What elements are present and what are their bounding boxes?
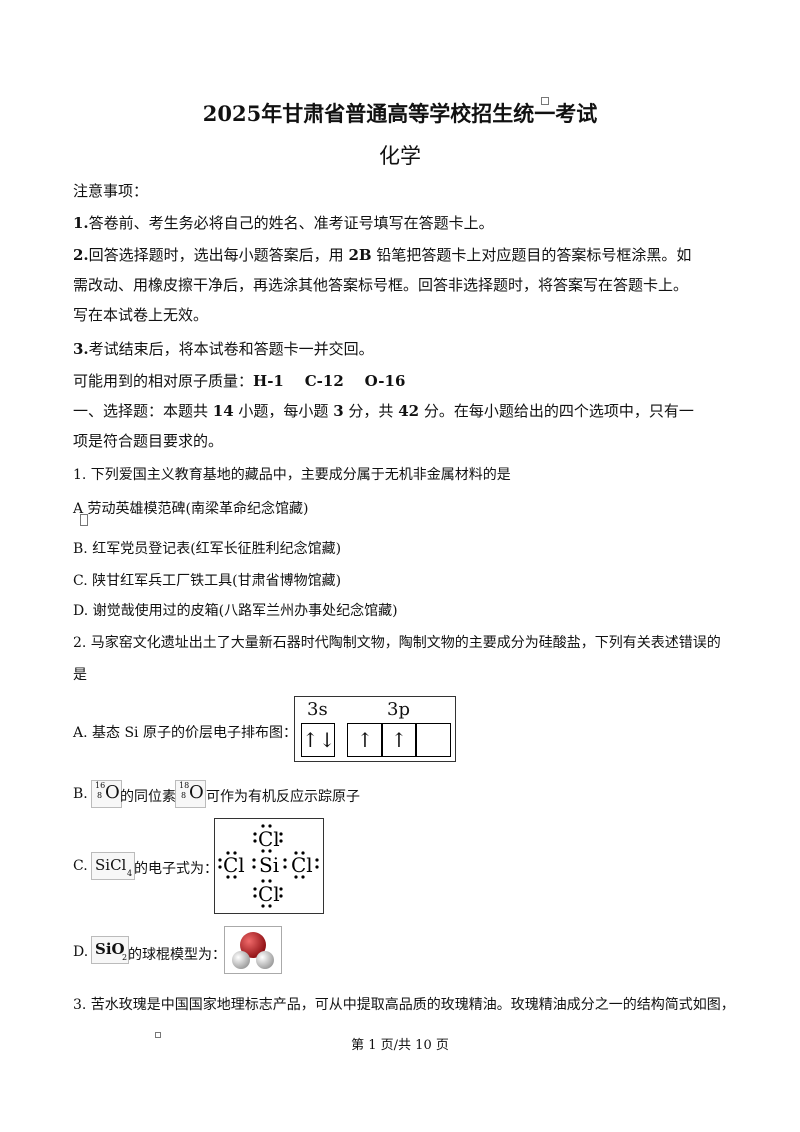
- q2-option-d-suffix: 的球棍模型为：: [128, 947, 226, 963]
- points-each: 3: [333, 402, 344, 420]
- q1-option-a: A 劳动英雄模范碑(南梁革命纪念馆藏): [73, 501, 309, 517]
- atomic-mass-label: 可能用到的相对原子质量：: [73, 372, 254, 390]
- notice-number: 1.: [73, 214, 89, 232]
- notice-text: 铅笔把答题卡上对应题目的答案标号框涂黑。如: [371, 246, 692, 264]
- exam-title: 2025年甘肃省普通高等学校招生统一考试: [202, 101, 598, 126]
- q1-stem: 1. 下列爱国主义教育基地的藏品中，主要成分属于无机非金属材料的是: [73, 467, 511, 483]
- q2-option-c-suffix: 的电子式为：: [134, 861, 218, 877]
- formula-subscript: 4: [127, 869, 133, 878]
- orbital-3p-box-3: [415, 723, 451, 757]
- element-symbol: O: [105, 782, 120, 803]
- element-symbol: O: [189, 782, 204, 803]
- pencil-grade: 2B: [348, 246, 372, 264]
- notice-text: 答卷前、考生务必将自己的姓名、准考证号填写在答题卡上。: [88, 214, 494, 232]
- section-text: 一、选择题：本题共: [73, 402, 213, 420]
- notice-text: 考试结束后，将本试卷和答题卡一并交回。: [88, 340, 374, 358]
- notice-1: 1.答卷前、考生务必将自己的姓名、准考证号填写在答题卡上。: [73, 212, 494, 233]
- notice-2-line2: 需改动、用橡皮擦干净后，再选涂其他答案标号框。回答非选择题时，将答案写在答题卡上…: [73, 276, 689, 294]
- lewis-cl-left: Cl: [223, 853, 245, 877]
- section-text: 分。在每小题给出的四个选项中，只有一: [419, 402, 694, 420]
- points-total: 42: [398, 402, 420, 420]
- q3-stem: 3. 苦水玫瑰是中国国家地理标志产品，可从中提取高品质的玫瑰精油。玫瑰精油成分之…: [73, 997, 735, 1013]
- orbital-label-3s: 3s: [307, 699, 328, 720]
- atomic-number: 8: [181, 791, 187, 800]
- formula-text: SiO: [95, 940, 125, 958]
- lewis-structure-sicl4: Cl Cl Si Cl Cl: [214, 818, 324, 914]
- q2-option-c-prefix: C.: [73, 858, 88, 874]
- ball-stick-svg: [232, 932, 274, 969]
- atomic-mass-values: H-1 C-12 O-16: [253, 372, 406, 390]
- exam-subject: 化学: [379, 144, 421, 168]
- q1-option-d: D. 谢觉哉使用过的皮箱(八路军兰州办事处纪念馆藏): [73, 603, 398, 619]
- q2-option-b-suffix: 可作为有机反应示踪原子: [206, 789, 360, 805]
- page-footer: 第 1 页/共 10 页: [351, 1038, 449, 1053]
- lewis-cl-right: Cl: [291, 853, 313, 877]
- notice-text: 回答选择题时，选出每小题答案后，用: [88, 246, 349, 264]
- lewis-structure-svg: Cl Cl Si Cl Cl: [218, 824, 319, 908]
- oxygen-atom: [240, 932, 266, 958]
- q1-option-b: B. 红军党员登记表(红军长征胜利纪念馆藏): [73, 541, 342, 557]
- section-text: 小题，每小题: [233, 402, 334, 420]
- q1-option-c: C. 陕甘红军兵工厂铁工具(甘肃省博物馆藏): [73, 573, 342, 589]
- orbital-3p-box-2: ↑: [381, 723, 417, 757]
- formula-subscript: 2: [122, 953, 128, 962]
- q2-option-a: A. 基态 Si 原子的价层电子排布图：: [73, 725, 297, 741]
- ball-stick-model: [224, 926, 282, 974]
- isotope-o16: 16 8 O: [91, 780, 122, 808]
- mass-number: 18: [179, 781, 190, 790]
- question-count: 14: [212, 402, 234, 420]
- atomic-number: 8: [97, 791, 103, 800]
- notice-2-line3: 写在本试卷上无效。: [73, 306, 209, 324]
- hydrogen-atom-right: [256, 951, 274, 969]
- notice-heading: 注意事项：: [73, 182, 149, 200]
- formula-sicl4: SiCl 4: [91, 852, 135, 880]
- orbital-diagram: 3s 3p ↑↓ ↑ ↑: [294, 696, 456, 762]
- isotope-o18: 18 8 O: [175, 780, 206, 808]
- q2-option-b-prefix: B.: [73, 786, 88, 802]
- q2-option-b-mid: 的同位素: [120, 789, 176, 805]
- section-text: 分，共: [343, 402, 399, 420]
- orbital-label-3p: 3p: [387, 699, 410, 720]
- lewis-cl-top: Cl: [258, 827, 280, 851]
- notice-number: 3.: [73, 340, 89, 358]
- q2-stem-line2: 是: [73, 667, 87, 683]
- placeholder-mark-icon: [541, 97, 549, 105]
- q2-stem-line1: 2. 马家窑文化遗址出土了大量新石器时代陶制文物，陶制文物的主要成分为硅酸盐，下…: [73, 635, 721, 651]
- notice-3: 3.考试结束后，将本试卷和答题卡一并交回。: [73, 338, 374, 359]
- q2-option-d-prefix: D.: [73, 944, 89, 960]
- notice-number: 2.: [73, 246, 89, 264]
- hydrogen-atom-left: [232, 951, 250, 969]
- placeholder-mark-icon: [155, 1032, 161, 1038]
- section-heading-line2: 项是符合题目要求的。: [73, 432, 224, 450]
- atomic-mass-line: 可能用到的相对原子质量：H-1 C-12 O-16: [73, 370, 405, 391]
- mass-number: 16: [95, 781, 106, 790]
- placeholder-mark-icon: [80, 514, 88, 526]
- formula-sio2: SiO 2: [91, 936, 129, 964]
- lewis-cl-bottom: Cl: [258, 882, 280, 906]
- notice-2-line1: 2.回答选择题时，选出每小题答案后，用 2B 铅笔把答题卡上对应题目的答案标号框…: [73, 244, 691, 265]
- lewis-si: Si: [259, 853, 279, 877]
- formula-text: SiCl: [95, 856, 127, 874]
- orbital-3s-box: ↑↓: [301, 723, 336, 757]
- lewis-electron-dots: [218, 824, 319, 908]
- section-heading-line1: 一、选择题：本题共 14 小题，每小题 3 分，共 42 分。在每小题给出的四个…: [73, 400, 694, 421]
- orbital-3p-box-1: ↑: [347, 723, 383, 757]
